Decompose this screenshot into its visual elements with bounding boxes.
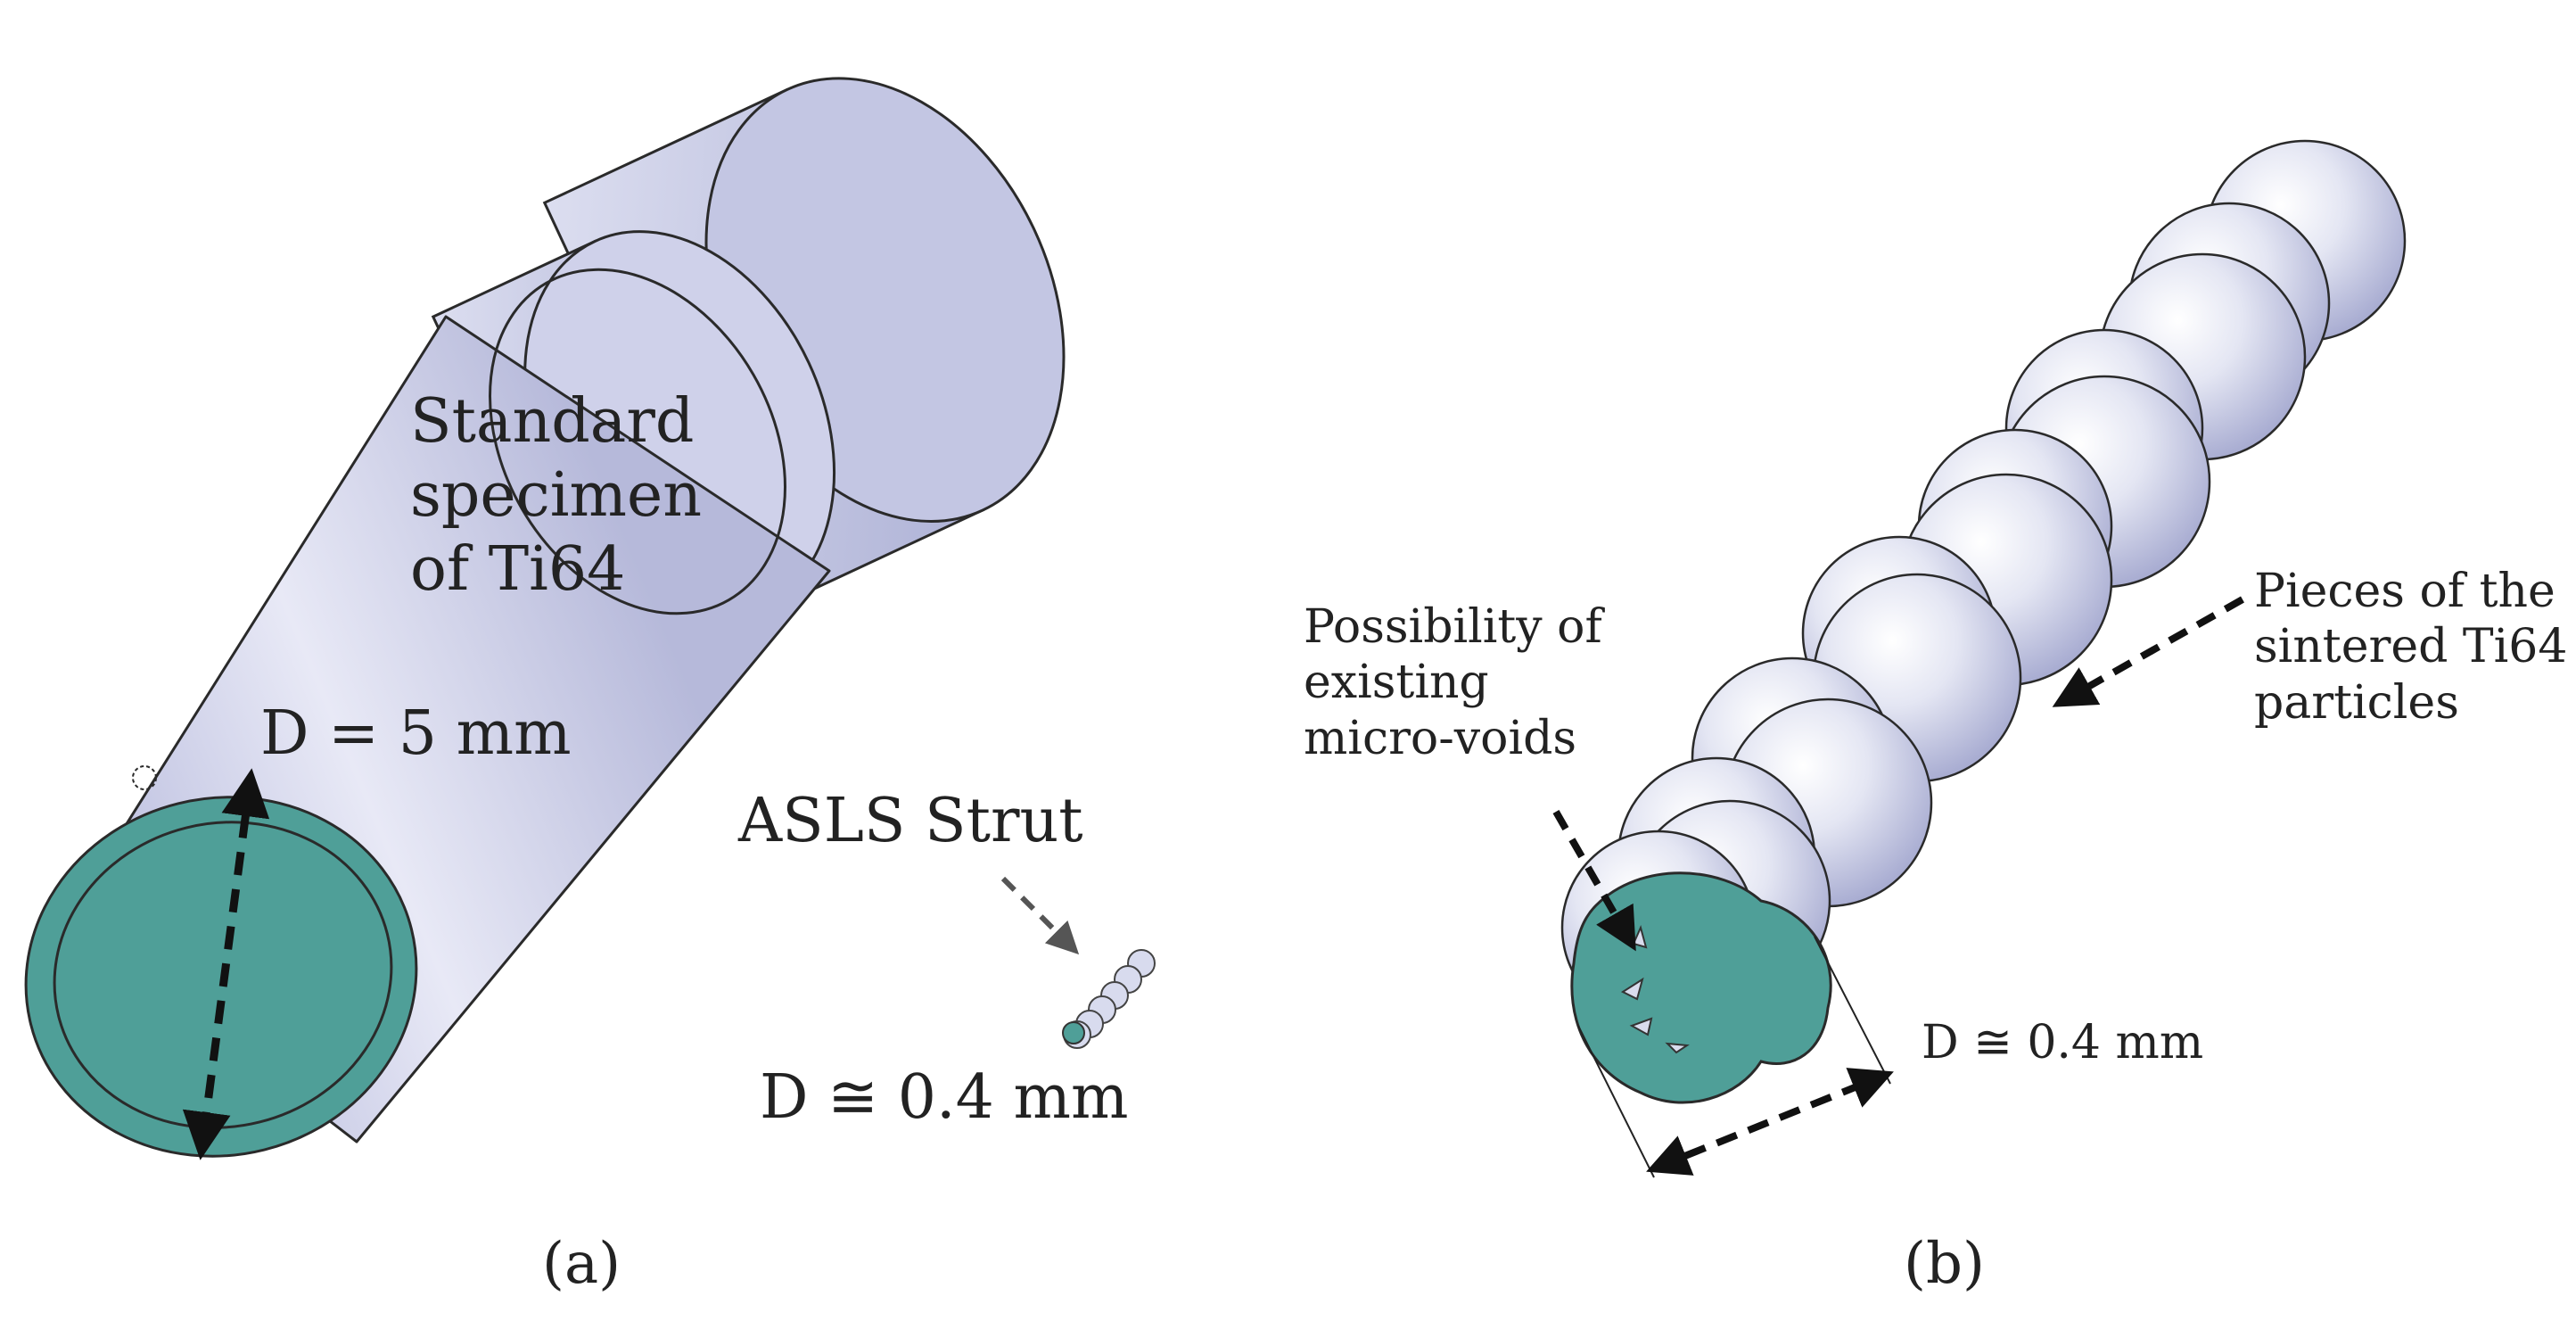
strut-diameter-label: D ≅ 0.4 mm (760, 1062, 1129, 1133)
surface-dot (132, 765, 157, 790)
caption-b: (b) (1904, 1231, 1985, 1297)
voids-pointer-arrow (1552, 810, 1636, 952)
particles-pointer-arrow (2052, 596, 2244, 707)
diameter-arrow-a (182, 768, 270, 1160)
strut-label: ASLS Strut (738, 786, 1083, 856)
asls-strut-small (1062, 949, 1156, 1049)
shoulder-edge (489, 268, 786, 615)
diameter-arrow-b (1646, 1068, 1894, 1176)
micro-voids-label: Possibility of existing micro-voids (1304, 600, 1602, 765)
particles-label: Pieces of the sintered Ti64 particles (2254, 565, 2568, 730)
specimen-diameter-label: D = 5 mm (260, 698, 572, 769)
dimension-extension-right (1814, 936, 1891, 1085)
strut-cross-section (1570, 871, 1832, 1104)
specimen-a (24, 77, 1066, 1160)
micro-voids (1620, 925, 1690, 1054)
strut-pointer-arrow (1000, 876, 1080, 955)
dimension-extension-left (1577, 1025, 1655, 1178)
specimen-label: Standard specimen of Ti64 (410, 386, 703, 605)
caption-a: (a) (542, 1231, 621, 1297)
strut-diameter-label-b: D ≅ 0.4 mm (1922, 1016, 2204, 1069)
